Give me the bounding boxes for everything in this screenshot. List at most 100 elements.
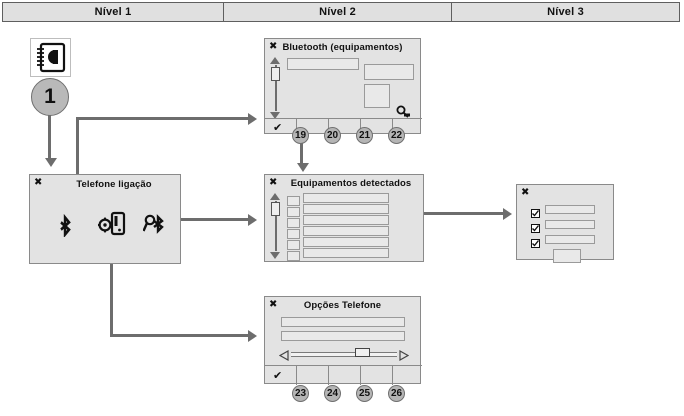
- connector-bt-horizontal: [76, 117, 250, 120]
- scrollbar-vertical[interactable]: [269, 193, 283, 259]
- scroll-up-icon[interactable]: [270, 193, 280, 200]
- slider-right-arrow-icon[interactable]: [398, 348, 410, 366]
- slider-control[interactable]: [278, 346, 410, 362]
- marker-25: 25: [356, 385, 373, 402]
- scroll-track[interactable]: [275, 201, 277, 251]
- marker-19: 19: [292, 127, 309, 144]
- step-marker-1: 1: [31, 78, 69, 116]
- scrollbar-vertical[interactable]: [269, 57, 283, 119]
- panel-equipamentos-detectados[interactable]: ✖ Equipamentos detectados: [264, 174, 424, 262]
- row-badge: [287, 251, 300, 261]
- connector-search-to-equipamentos: [168, 218, 250, 221]
- bluetooth-glyph: [60, 213, 71, 239]
- list-item[interactable]: [287, 237, 389, 255]
- close-icon[interactable]: ✖: [269, 299, 278, 310]
- list-item[interactable]: [287, 204, 389, 222]
- phone-settings-icon[interactable]: [97, 211, 126, 242]
- close-icon[interactable]: ✖: [269, 41, 278, 52]
- connector-step1-to-telefone: [48, 115, 51, 160]
- panel-title: Opções Telefone: [303, 300, 382, 311]
- slider-left-glyph: [278, 349, 289, 362]
- row-label: [303, 237, 389, 247]
- panel-title: Bluetooth (equipamentos): [282, 42, 403, 53]
- panel-title: Telefone ligação: [76, 179, 152, 190]
- row-label: [303, 204, 389, 214]
- field-right-bottom[interactable]: [364, 84, 390, 108]
- field-right-top[interactable]: [364, 64, 414, 80]
- checkbox-label-field[interactable]: [545, 220, 595, 229]
- connector-opcoes-vertical: [110, 230, 113, 337]
- row-badge: [287, 218, 300, 228]
- panel-footer-divider: [265, 365, 422, 366]
- marker-21-label: 21: [358, 130, 371, 141]
- slider-left-arrow-icon[interactable]: [278, 348, 290, 366]
- slider-right-glyph: [399, 349, 410, 362]
- phonebook-glyph: [37, 42, 66, 73]
- row-badge: [287, 207, 300, 217]
- close-icon[interactable]: ✖: [521, 187, 530, 198]
- bluetooth-search-icon[interactable]: [142, 211, 167, 242]
- scroll-down-icon[interactable]: [270, 252, 280, 259]
- bluetooth-search-glyph: [142, 214, 164, 234]
- scroll-down-icon[interactable]: [270, 112, 280, 119]
- scroll-track[interactable]: [275, 65, 277, 111]
- row-label: [303, 215, 389, 225]
- bluetooth-search-icon[interactable]: [395, 105, 411, 124]
- footer-divider-3: [360, 118, 361, 135]
- checkbox-glyph: [531, 209, 540, 218]
- ok-button[interactable]: [553, 249, 581, 263]
- slider-track[interactable]: [291, 352, 397, 357]
- connector-arrow-right-bluetooth: [248, 113, 257, 125]
- connector-arrow-right-opcoes: [248, 330, 257, 342]
- list-item[interactable]: [287, 193, 389, 211]
- marker-20: 20: [324, 127, 341, 144]
- list-item[interactable]: [287, 226, 389, 244]
- confirm-icon[interactable]: ✔: [273, 369, 283, 382]
- close-icon[interactable]: ✖: [34, 177, 43, 188]
- connector-arrow-right-detalhes: [503, 208, 512, 220]
- row-badge: [287, 196, 300, 206]
- scroll-thumb[interactable]: [271, 67, 280, 81]
- checkbox-label-field[interactable]: [545, 235, 595, 244]
- phonebook-icon: [30, 38, 71, 77]
- list-item[interactable]: [287, 215, 389, 233]
- panel-title: Equipamentos detectados: [290, 178, 412, 189]
- row-label: [303, 226, 389, 236]
- panel-detalhes[interactable]: ✖: [516, 184, 614, 263]
- row-label: [303, 193, 389, 203]
- field-top[interactable]: [281, 317, 405, 327]
- close-icon[interactable]: ✖: [269, 177, 278, 188]
- header-cell-nivel-1: Nível 1: [94, 6, 132, 18]
- checkbox-label-field[interactable]: [545, 205, 595, 214]
- checkbox-icon[interactable]: [531, 220, 540, 238]
- panel-opcoes-telefone[interactable]: ✖ Opções Telefone ✔: [264, 296, 422, 385]
- panel-footer-divider: [265, 118, 422, 119]
- footer-divider-1: [296, 365, 297, 385]
- marker-23-label: 23: [294, 388, 307, 399]
- panel-bluetooth-equipamentos[interactable]: ✖ Bluetooth (equipamentos) ✔: [264, 38, 422, 135]
- checkbox-glyph: [531, 239, 540, 248]
- marker-19-label: 19: [294, 130, 307, 141]
- marker-25-label: 25: [358, 388, 371, 399]
- bluetooth-icon[interactable]: [56, 211, 74, 242]
- footer-divider-2: [328, 365, 329, 385]
- field-bottom[interactable]: [281, 331, 405, 341]
- header-cell-nivel-3: Nível 3: [451, 3, 679, 21]
- header-cell-nivel-2: Nível 2: [223, 3, 451, 21]
- panel-telefone-ligacao[interactable]: ✖ Telefone ligação: [29, 174, 181, 264]
- connector-bt-vertical: [76, 117, 79, 212]
- phone-settings-glyph: [97, 211, 126, 236]
- confirm-icon[interactable]: ✔: [273, 121, 283, 134]
- checkbox-icon[interactable]: [531, 205, 540, 223]
- list-item[interactable]: [287, 248, 389, 266]
- row-badge: [287, 240, 300, 250]
- checkbox-icon[interactable]: [531, 235, 540, 253]
- scroll-thumb[interactable]: [271, 202, 280, 216]
- scroll-up-icon[interactable]: [270, 57, 280, 64]
- level-header-bar: Nível 1 Nível 2 Nível 3: [2, 2, 680, 22]
- field-main[interactable]: [287, 58, 359, 70]
- slider-thumb[interactable]: [355, 348, 370, 357]
- connector-19-to-equipamentos: [300, 137, 303, 165]
- footer-divider-2: [328, 118, 329, 135]
- checkbox-glyph: [531, 224, 540, 233]
